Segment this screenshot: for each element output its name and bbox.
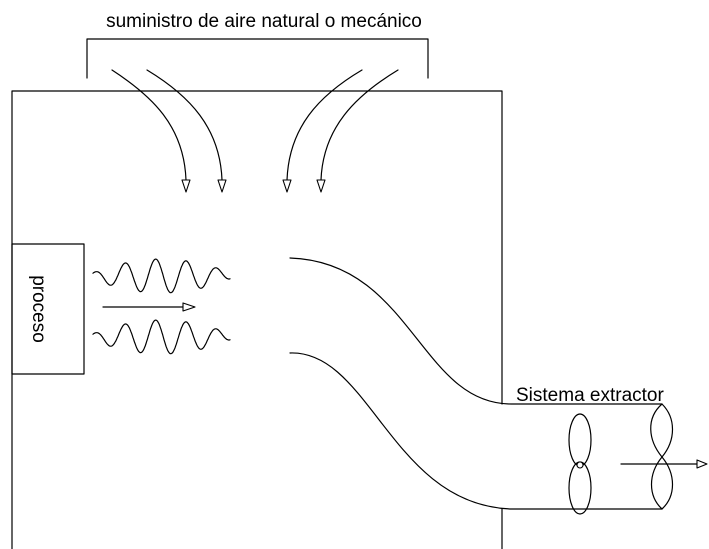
- supply-arrow-1-line: [111, 69, 187, 181]
- process-box: [11, 243, 85, 375]
- room-wall-upper: [11, 90, 503, 549]
- duct-end-cap-top: [650, 403, 674, 458]
- supply-arrow-3-line: [286, 69, 363, 181]
- supply-arrow-2-line: [146, 69, 223, 181]
- exhaust-flow-head: [696, 459, 708, 469]
- duct-upper-wall: [289, 257, 663, 405]
- supply-arrow-3-head: [282, 179, 292, 193]
- duct-lower-wall: [289, 352, 663, 510]
- supply-arrow-1-head: [181, 179, 191, 193]
- fan-blade-lower: [568, 461, 592, 515]
- supply-arrow-4-line: [320, 69, 399, 181]
- fan-blade-upper: [568, 413, 592, 467]
- contaminant-wave-upper: [92, 258, 231, 294]
- contaminant-wave-lower: [92, 319, 231, 355]
- fan-hub: [576, 461, 584, 469]
- fan-icon: [568, 413, 592, 515]
- supply-arrows: [111, 69, 399, 193]
- contaminant-flow-head: [182, 302, 196, 312]
- supply-label: suministro de aire natural o mecánico: [106, 11, 422, 32]
- supply-bracket: [86, 38, 429, 79]
- process-label: proceso: [28, 275, 49, 343]
- duct-end-cap-bottom: [650, 456, 674, 510]
- supply-arrow-2-head: [217, 179, 227, 193]
- extractor-label: Sistema extractor: [516, 385, 664, 406]
- supply-arrow-4-head: [316, 179, 326, 193]
